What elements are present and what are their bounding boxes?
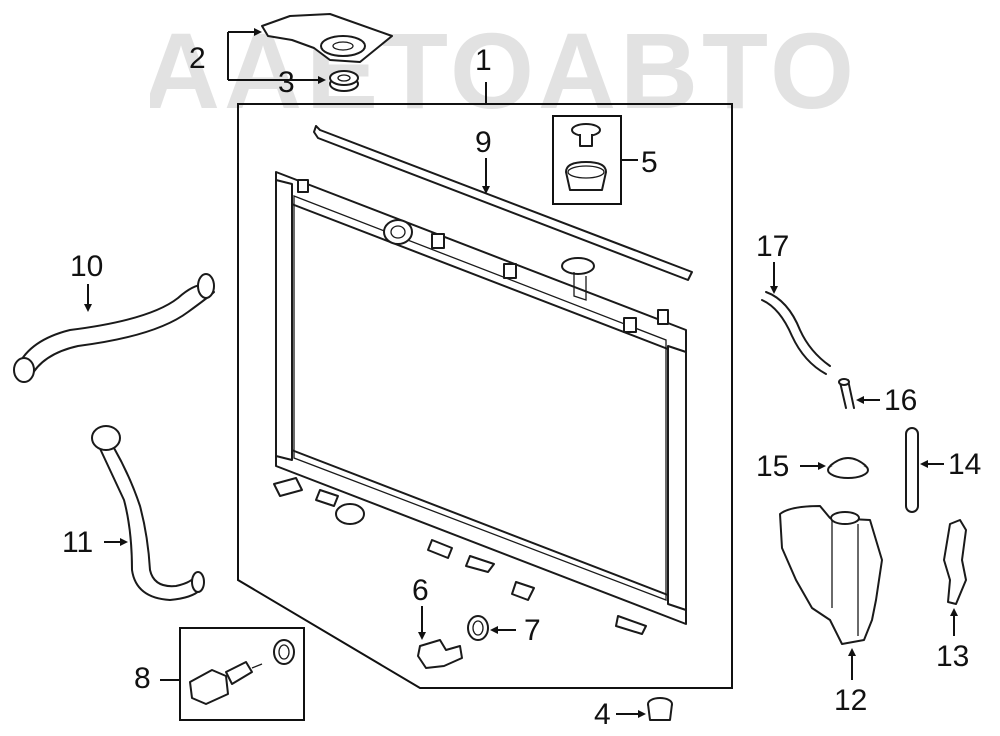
callout-2: 2 — [189, 42, 206, 75]
radiator-core — [273, 171, 687, 635]
callout-16: 16 — [884, 384, 918, 417]
reservoir-cap — [827, 457, 869, 479]
callout-7: 7 — [524, 614, 541, 647]
callout-14: 14 — [948, 448, 982, 481]
callout-11: 11 — [62, 526, 94, 559]
mount-cushion — [329, 70, 359, 92]
drain-plug — [417, 639, 463, 669]
callout-3: 3 — [278, 66, 295, 99]
radiator-cap — [565, 123, 607, 191]
callout-8: 8 — [134, 662, 151, 695]
temperature-sensor — [189, 639, 295, 705]
radiator-seal-strip — [313, 125, 693, 281]
callout-17: 17 — [756, 230, 790, 263]
reservoir-tube — [905, 427, 919, 513]
radiator-assembly-outline — [237, 103, 733, 689]
coolant-reservoir — [779, 505, 883, 645]
callout-9: 9 — [475, 126, 492, 159]
hose-elbow — [838, 378, 855, 409]
grommet — [647, 697, 673, 721]
callout-5: 5 — [641, 146, 658, 179]
upper-radiator-hose — [13, 273, 215, 383]
callout-1: 1 — [475, 44, 492, 77]
reservoir-bracket — [943, 519, 967, 605]
upper-mount-bracket — [261, 13, 393, 63]
callout-15: 15 — [756, 450, 790, 483]
callout-12: 12 — [834, 684, 868, 717]
callout-4: 4 — [594, 698, 611, 731]
overflow-tube — [761, 291, 831, 375]
drain-o-ring — [467, 615, 489, 641]
callout-13: 13 — [936, 640, 970, 673]
lower-radiator-hose — [91, 425, 205, 601]
callout-6: 6 — [412, 574, 429, 607]
callout-10: 10 — [70, 250, 104, 283]
